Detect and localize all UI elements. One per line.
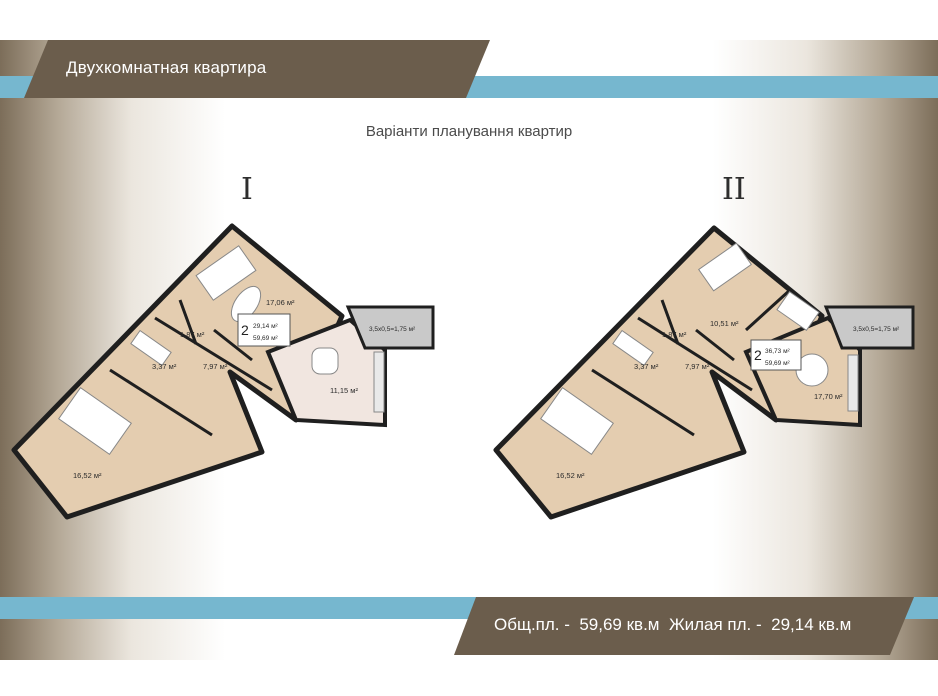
variant-2-room-count: 2 xyxy=(754,347,762,363)
variant-2-bedroom-area: 16,52 м² xyxy=(556,471,585,480)
variant-1-living-room-area: 17,06 м² xyxy=(266,298,295,307)
variant-1-room-count: 2 xyxy=(241,322,249,338)
variant-2-kitchen-living-area: 17,70 м² xyxy=(814,392,843,401)
variant-2-corridor-area: 7,97 м² xyxy=(685,362,710,371)
variant-1-bedroom-area: 16,52 м² xyxy=(73,471,102,480)
variant-2-balcony-area: 3,5х0,5=1,75 м² xyxy=(853,326,900,333)
variant-2-small-room-area: 10,51 м² xyxy=(710,319,739,328)
header-banner xyxy=(0,40,938,98)
variant-2-numeral: II xyxy=(722,172,746,207)
variant-1-living-area: 29,14 м² xyxy=(253,323,279,330)
variant-1-balcony-area: 3,5х0,5=1,75 м² xyxy=(369,326,416,333)
variant-1-numeral: I xyxy=(241,172,253,207)
variant-1-bathroom-area: 1,87 м² xyxy=(180,330,205,339)
variant-1-total-area: 59,69 м² xyxy=(253,335,279,342)
page-subtitle: Варіанти планування квартир xyxy=(365,123,573,140)
variant-1-kitchen-area: 11,15 м² xyxy=(330,386,358,395)
variant-2-total-area: 59,69 м² xyxy=(765,360,791,367)
footer-banner xyxy=(0,597,938,655)
area-summary: Общ.пл. - 59,69 кв.м Жилая пл. - 29,14 к… xyxy=(494,615,852,634)
variant-1-corridor-area: 7,97 м² xyxy=(203,362,228,371)
variant-2-bath-area: 3,37 м² xyxy=(634,362,659,371)
page-title: Двухкомнатная квартира xyxy=(66,58,267,77)
variant-1-bath-area: 3,37 м² xyxy=(152,362,177,371)
variant-2-living-area: 36,73 м² xyxy=(765,348,791,355)
variant-2-bathroom-area: 1,87 м² xyxy=(662,330,687,339)
